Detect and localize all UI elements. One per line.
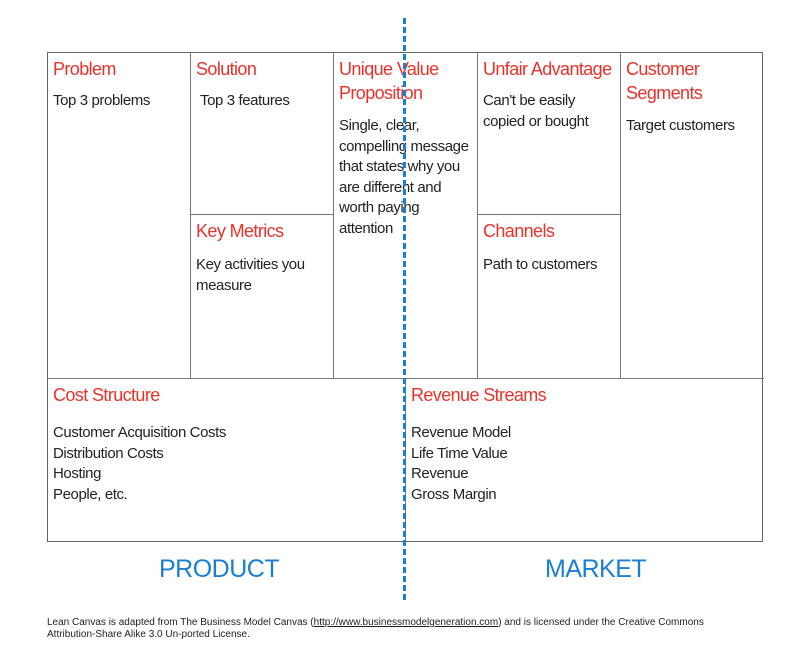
cell-text: Gross Margin <box>411 485 497 503</box>
cell-text: Revenue <box>411 465 469 482</box>
business-model-link[interactable]: http://www.businessmodelgeneration.com <box>313 617 499 628</box>
footer-text: Lean Canvas is adapted from The Business… <box>47 617 314 628</box>
cell-title: Key Metrics <box>196 221 284 241</box>
cell-solution: Solution Top 3 features <box>191 53 334 215</box>
cell-title: Segments <box>626 83 703 103</box>
cell-title: Revenue Streams <box>411 385 547 405</box>
cell-title: Channels <box>483 221 555 241</box>
cell-text: Target customers <box>626 117 735 134</box>
cell-problem: Problem Top 3 problems <box>48 53 191 379</box>
cell-key-metrics: Key Metrics Key activities you measure <box>191 215 334 379</box>
cell-text: copied or bought <box>483 112 589 130</box>
cell-text: Distribution Costs <box>53 444 164 462</box>
footer-text: Attribution-Share Alike 3.0 Un-ported Li… <box>47 629 250 640</box>
lean-canvas: Problem Top 3 problems Solution Top 3 fe… <box>47 52 764 542</box>
cell-customer-segments: Customer Segments Target customers <box>621 53 764 379</box>
cell-text: Single, clear, <box>339 117 420 134</box>
cell-title: Proposition <box>339 83 423 103</box>
cell-text: People, etc. <box>53 485 128 503</box>
cell-text: Path to customers <box>483 256 598 273</box>
cell-text: that states why you <box>339 158 460 175</box>
market-label: MARKET <box>545 555 647 583</box>
product-market-divider <box>403 18 406 600</box>
cell-title: Unique Value <box>339 59 439 79</box>
cell-text: worth paying <box>339 199 420 216</box>
footer-text: ) and is licensed under the Creative Com… <box>498 617 704 628</box>
cell-text: attention <box>339 219 393 237</box>
cell-cost-structure: Cost Structure Customer Acquisition Cost… <box>48 379 406 541</box>
cell-title: Unfair Advantage <box>483 59 612 79</box>
cell-unique-value-proposition: Unique Value Proposition Single, clear, … <box>334 53 478 379</box>
cell-text: Customer Acquisition Costs <box>53 424 227 441</box>
cell-revenue-streams: Revenue Streams Revenue Model Life Time … <box>406 379 762 541</box>
cell-title: Cost Structure <box>53 385 160 405</box>
cell-unfair-advantage: Unfair Advantage Can't be easily copied … <box>478 53 621 215</box>
cell-text: Key activities you <box>196 256 305 273</box>
cell-text: measure <box>196 276 252 294</box>
license-footer: Lean Canvas is adapted from The Business… <box>47 617 704 641</box>
cell-title: Problem <box>53 59 116 79</box>
cell-text: are different and <box>339 178 442 196</box>
product-label: PRODUCT <box>159 555 280 583</box>
cell-text: Life Time Value <box>411 444 508 462</box>
cell-channels: Channels Path to customers <box>478 215 621 379</box>
cell-title: Solution <box>196 59 257 79</box>
cell-text: Revenue Model <box>411 424 511 441</box>
cell-text: Hosting <box>53 465 102 482</box>
cell-title: Customer <box>626 59 700 79</box>
cell-text: Can't be easily <box>483 92 575 109</box>
cell-text: Top 3 problems <box>53 92 150 109</box>
cell-text: Top 3 features <box>200 92 290 109</box>
